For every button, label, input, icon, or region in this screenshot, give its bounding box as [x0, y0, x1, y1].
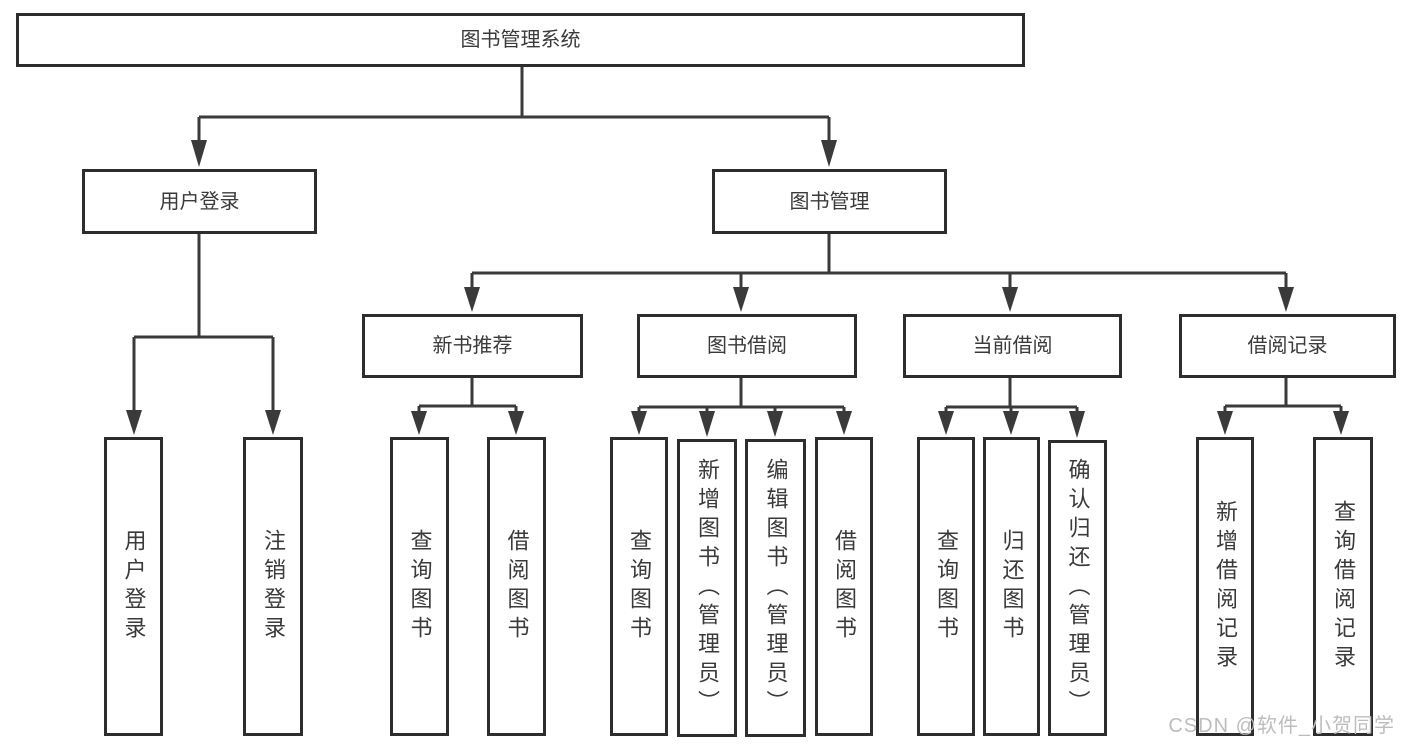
leaf-current-return-books: 归还图书 [983, 437, 1040, 736]
leaf-logout-login: 注销登录 [243, 437, 303, 736]
leaf-borrowing-add-books-admin: 新增图书（管理员） [677, 439, 737, 737]
node-book-management: 图书管理 [712, 169, 947, 234]
leaf-records-add-borrow-record: 新增借阅记录 [1196, 437, 1254, 736]
leaf-borrowing-query-books: 查询图书 [610, 437, 668, 736]
node-book-borrowing: 图书借阅 [637, 314, 857, 378]
leaf-recommend-query-books: 查询图书 [390, 437, 449, 736]
node-current-borrowing: 当前借阅 [903, 314, 1122, 378]
node-user-login: 用户登录 [82, 169, 317, 234]
leaf-current-confirm-return-admin: 确认归还（管理员） [1048, 440, 1107, 736]
leaf-user-login: 用户登录 [104, 437, 163, 736]
node-borrowing-records: 借阅记录 [1179, 314, 1396, 378]
leaf-recommend-borrow-books: 借阅图书 [487, 437, 546, 736]
leaf-borrowing-edit-books-admin: 编辑图书（管理员） [745, 439, 806, 737]
leaf-borrowing-borrow-books: 借阅图书 [815, 437, 873, 736]
watermark-csdn: CSDN @软件_小贺同学 [1168, 715, 1395, 737]
arrowheads [126, 140, 1349, 438]
leaf-current-query-books: 查询图书 [917, 437, 975, 736]
leaf-records-query-borrow-record: 查询借阅记录 [1313, 437, 1373, 736]
node-library-management-system: 图书管理系统 [16, 13, 1025, 67]
node-new-book-recommendation: 新书推荐 [362, 314, 583, 378]
